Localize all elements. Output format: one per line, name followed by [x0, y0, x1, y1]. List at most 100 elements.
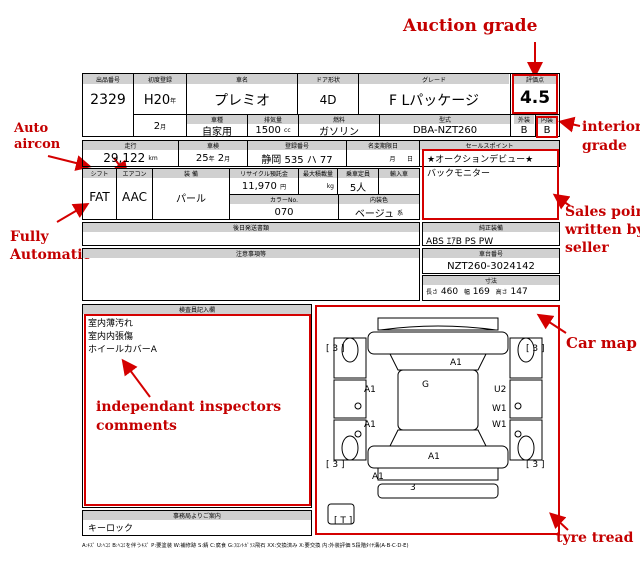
mileage: 29,122 km	[103, 151, 158, 165]
options: ABS ｴｱB PS PW	[426, 237, 494, 247]
usage: 自家用	[202, 126, 232, 138]
car-name-header: 車名	[187, 74, 297, 84]
sales-point-header: セールスポイント	[420, 141, 559, 150]
docs-header: 後日発送書類	[83, 223, 419, 232]
annotation-tyre-tread: tyre tread	[556, 530, 634, 546]
recycle-fee: 11,970 円	[241, 180, 287, 192]
grade: F Lパッケージ	[388, 93, 480, 109]
tyre-tread-front-right: [ 3 ]	[526, 344, 545, 354]
damage-mark: A1	[428, 452, 440, 462]
score-header: 評価点	[514, 74, 556, 84]
doors-header: ドア形状	[298, 74, 358, 84]
model: DBA-NZT260	[412, 124, 478, 136]
color-no-header: カラーNo.	[230, 195, 338, 204]
fuel-header: 燃料	[299, 115, 379, 124]
lot-number: 2329	[90, 92, 126, 108]
damage-mark: 3	[410, 483, 416, 493]
annotation-inspectors-comments: independant inspectors comments	[96, 399, 282, 434]
name-change-header: 名変期限日	[347, 141, 419, 150]
sales-point-1: ★オークションデビュー★	[427, 155, 534, 165]
annotation-auto-aircon: Auto aircon	[14, 121, 61, 152]
inspector-note-3: ホイールカバーA	[88, 345, 157, 355]
options-block	[422, 222, 560, 246]
inspector-note-2: 室内内張傷	[88, 332, 134, 342]
car-map-box	[315, 305, 560, 535]
tyre-tread-rear-right: [ 3 ]	[526, 460, 545, 470]
equip-header: 装 備	[153, 169, 229, 178]
office-note: キーロック	[88, 524, 134, 534]
ext-grade: B	[520, 124, 528, 136]
name-change-date: 月 日	[389, 155, 413, 163]
shift-header: シフト	[83, 169, 116, 178]
equip: パール	[176, 193, 206, 205]
grade-header: グレード	[359, 74, 509, 84]
annotation-sales-point: Sales point written by seller	[565, 204, 640, 256]
inspector-header: 検査員記入欄	[83, 305, 311, 314]
office-header: 事務局よりご案内	[83, 511, 311, 520]
color-no: 070	[274, 206, 294, 218]
plate: 静岡 535 ハ 77	[261, 154, 333, 166]
dims-block	[422, 275, 560, 301]
import-header: 輸入車	[379, 169, 419, 178]
tyre-tread-rear-left: [ 3 ]	[326, 460, 345, 470]
load-unit: kg	[326, 182, 334, 190]
damage-mark: A1	[450, 358, 462, 368]
damage-mark: A1	[372, 472, 384, 482]
options-header: 純正装備	[423, 223, 559, 232]
inspection-header: 車検	[179, 141, 247, 150]
damage-mark: W1	[492, 420, 507, 430]
annotation-car-map: Car map	[566, 334, 637, 352]
displacement: 1500 cc	[255, 124, 291, 136]
fuel: ガソリン	[319, 126, 359, 138]
car-name: プレミオ	[214, 93, 270, 109]
capacity-header: 乗車定員	[338, 169, 378, 178]
tyre-tread-front-left: [ 3 ]	[326, 344, 345, 354]
recycle-header: リサイクル預託金	[230, 169, 298, 178]
color: ベージュ 系	[354, 208, 404, 220]
ext-grade-header: 外装	[514, 115, 534, 124]
usage-header: 車種	[187, 115, 247, 124]
plate-header: 登録番号	[248, 141, 346, 150]
damage-mark: U2	[494, 385, 507, 395]
top-block	[82, 73, 560, 137]
score-highlight	[512, 74, 558, 114]
lot-number-header: 出品番号	[83, 74, 133, 84]
mileage-header: 走行	[83, 141, 178, 150]
damage-mark: A1	[364, 385, 376, 395]
dims-header: 寸法	[423, 276, 559, 285]
inspector-note-1: 室内薄汚れ	[88, 319, 134, 329]
damage-mark: A1	[364, 420, 376, 430]
model-header: 型式	[380, 115, 510, 124]
annotation-auction-grade: Auction grade	[403, 16, 538, 36]
capacity: 5人	[349, 182, 367, 194]
sales-point-2: バックモニター	[427, 169, 491, 179]
auction-score: 4.5	[519, 88, 551, 108]
displacement-header: 排気量	[248, 115, 298, 124]
car-diagram	[327, 317, 543, 525]
inspector-notes-box	[84, 314, 311, 506]
int-grade: B	[543, 124, 551, 136]
annotation-fully-automatic: Fully Automatic	[10, 229, 92, 263]
aircon: AAC	[122, 190, 147, 204]
first-reg-header: 初度登録	[134, 74, 186, 84]
int-grade-highlight	[536, 116, 558, 138]
int-grade-header: 内装	[536, 115, 558, 124]
aircon-header: エアコン	[117, 169, 152, 178]
damage-mark: W1	[492, 404, 507, 414]
sales-point-box	[422, 149, 559, 220]
notes-block	[82, 248, 420, 301]
doors: 4D	[319, 93, 337, 107]
int-color-header: 内装色	[339, 195, 419, 204]
notes-header: 注意事項等	[83, 249, 419, 258]
tyre-tread-spare: [ T ]	[334, 516, 353, 526]
mileage-block	[82, 140, 560, 167]
annotation-interior-grade: interior grade	[582, 119, 640, 154]
office-block	[82, 510, 312, 536]
legend: A:ｷｽﾞ U:ﾍｺﾐ B:ﾍｺﾐを伴うｷｽﾞ P:要塗装 W:補修跡 S:錆 …	[82, 543, 409, 549]
docs-block	[82, 222, 420, 246]
damage-mark: G	[422, 380, 429, 390]
inspector-block	[82, 304, 312, 508]
dimensions: 長さ 460 幅 169 高さ 147	[426, 287, 528, 297]
